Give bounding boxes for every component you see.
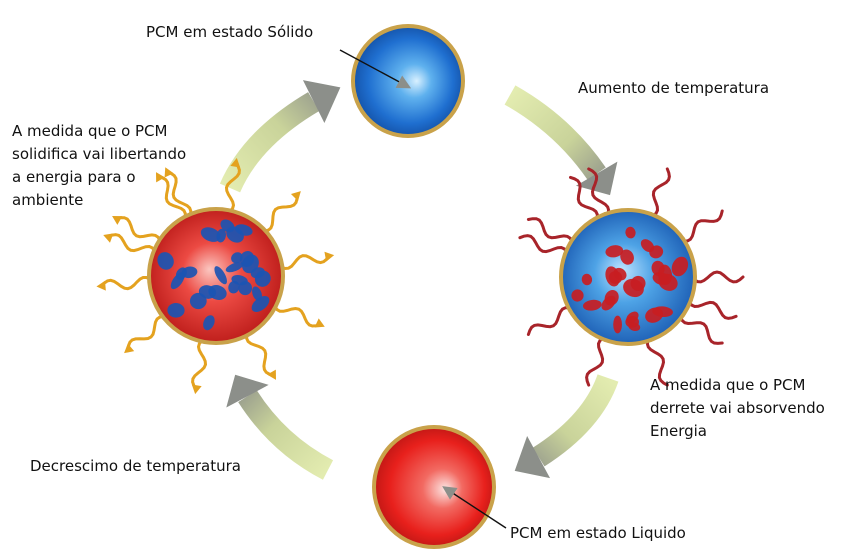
liquid-blob <box>671 256 689 277</box>
solidifying-line-4: ambiente <box>12 191 84 209</box>
energy-wave-out <box>157 174 187 223</box>
melting-line-3: Energia <box>650 422 707 440</box>
melting-line-2: derrete vai absorvendo <box>650 399 825 417</box>
energy-wave-out-head <box>230 157 241 168</box>
energy-wave-in <box>678 311 724 345</box>
solid-blob <box>254 270 271 287</box>
solid-state-label: PCM em estado Sólido <box>146 23 314 41</box>
energy-wave-out-head <box>324 251 335 262</box>
solidifying-line-2: solidifica vai libertando <box>12 145 187 163</box>
energy-wave-out <box>114 216 163 246</box>
melting-absorbing-label: A medida que o PCM derrete vai absorvend… <box>650 374 825 443</box>
solid-blob <box>181 266 198 279</box>
energy-wave-out <box>106 233 159 256</box>
melting-line-1: A medida que o PCM <box>650 376 806 394</box>
liquid-state-label: PCM em estado Liquido <box>510 524 686 542</box>
solid-blob <box>167 302 185 318</box>
arrow-solidifying-to-solid <box>219 92 320 193</box>
liquid-blob <box>645 307 664 323</box>
energy-wave-out <box>165 170 193 221</box>
liquid-blob <box>626 311 639 324</box>
liquid-blob <box>608 271 623 284</box>
solid-blob <box>252 286 262 301</box>
energy-wave-out <box>99 276 155 291</box>
liquid-blob <box>571 289 584 302</box>
energy-wave-in <box>518 234 571 257</box>
solid-blob <box>234 224 253 236</box>
solid-blob <box>157 252 174 270</box>
arrow-melting-to-liquid-head <box>514 435 551 479</box>
energy-wave-out-head <box>314 318 325 328</box>
liquid-blob <box>620 249 634 265</box>
energy-wave-in <box>526 306 575 336</box>
solidifying-releasing-label: A medida que o PCM solidifica vai libert… <box>12 120 186 212</box>
arrow-liquid-to-solidifying <box>238 390 334 480</box>
energy-wave-out-head <box>112 216 123 225</box>
energy-wave-out <box>271 301 322 328</box>
liquid-pcm-sphere <box>372 425 496 549</box>
solid-pcm-sphere <box>351 24 465 138</box>
solid-blob <box>231 274 248 286</box>
energy-wave-out <box>191 336 208 391</box>
solid-label-pointer <box>339 49 412 89</box>
solid-blob <box>251 296 270 312</box>
liquid-blob <box>581 273 593 286</box>
solid-blob <box>203 315 215 331</box>
energy-wave-in <box>645 334 669 387</box>
solid-blob <box>231 252 243 264</box>
energy-wave-in <box>587 167 611 220</box>
solid-blob <box>198 285 217 299</box>
liquid-blob <box>604 290 619 306</box>
energy-wave-out-head <box>96 280 106 291</box>
liquid-blob <box>658 273 678 291</box>
energy-wave-out-head <box>290 191 301 202</box>
energy-wave-in <box>678 209 724 243</box>
temperature-decrease-label: Decrescimo de temperatura <box>30 457 241 475</box>
energy-wave-out-head <box>191 384 202 395</box>
liquid-label-pointer <box>442 486 507 529</box>
energy-wave-in <box>648 167 671 220</box>
energy-wave-out-head <box>103 233 114 243</box>
energy-wave-in <box>689 270 745 284</box>
energy-wave-in <box>685 297 738 320</box>
energy-wave-out-head <box>156 172 165 183</box>
solid-blob <box>200 227 221 242</box>
energy-wave-out <box>259 193 299 233</box>
liquid-blob <box>582 299 602 311</box>
energy-wave-in <box>526 217 575 247</box>
solidifying-line-1: A medida que o PCM <box>12 122 168 140</box>
arrow-melting-to-liquid <box>532 374 619 467</box>
solid-blob <box>216 228 226 243</box>
arrow-solid-to-melting <box>504 85 606 181</box>
liquid-blob <box>605 245 624 258</box>
liquid-blob <box>630 275 646 291</box>
energy-wave-out-head <box>124 343 135 354</box>
liquid-blob <box>640 239 655 253</box>
arrow-liquid-to-solidifying-head <box>226 374 269 408</box>
liquid-blob <box>613 315 622 334</box>
temperature-increase-label: Aumento de temperatura <box>578 79 770 97</box>
energy-wave-out-head <box>267 369 276 380</box>
energy-wave-in <box>585 334 608 387</box>
liquid-blob <box>628 322 641 332</box>
energy-wave-out <box>126 315 170 352</box>
energy-wave-in <box>569 175 599 224</box>
solidifying-line-3: a energia para o <box>12 168 136 186</box>
liquid-blob <box>625 226 636 239</box>
solid-blob <box>170 272 185 290</box>
energy-wave-out <box>224 161 241 216</box>
energy-wave-out-head <box>164 167 174 178</box>
arrow-solidifying-to-solid-head <box>302 80 341 124</box>
energy-wave-out <box>245 329 275 378</box>
energy-wave-out <box>276 254 331 271</box>
solid-blob <box>214 266 227 285</box>
solid-blob <box>225 262 244 273</box>
